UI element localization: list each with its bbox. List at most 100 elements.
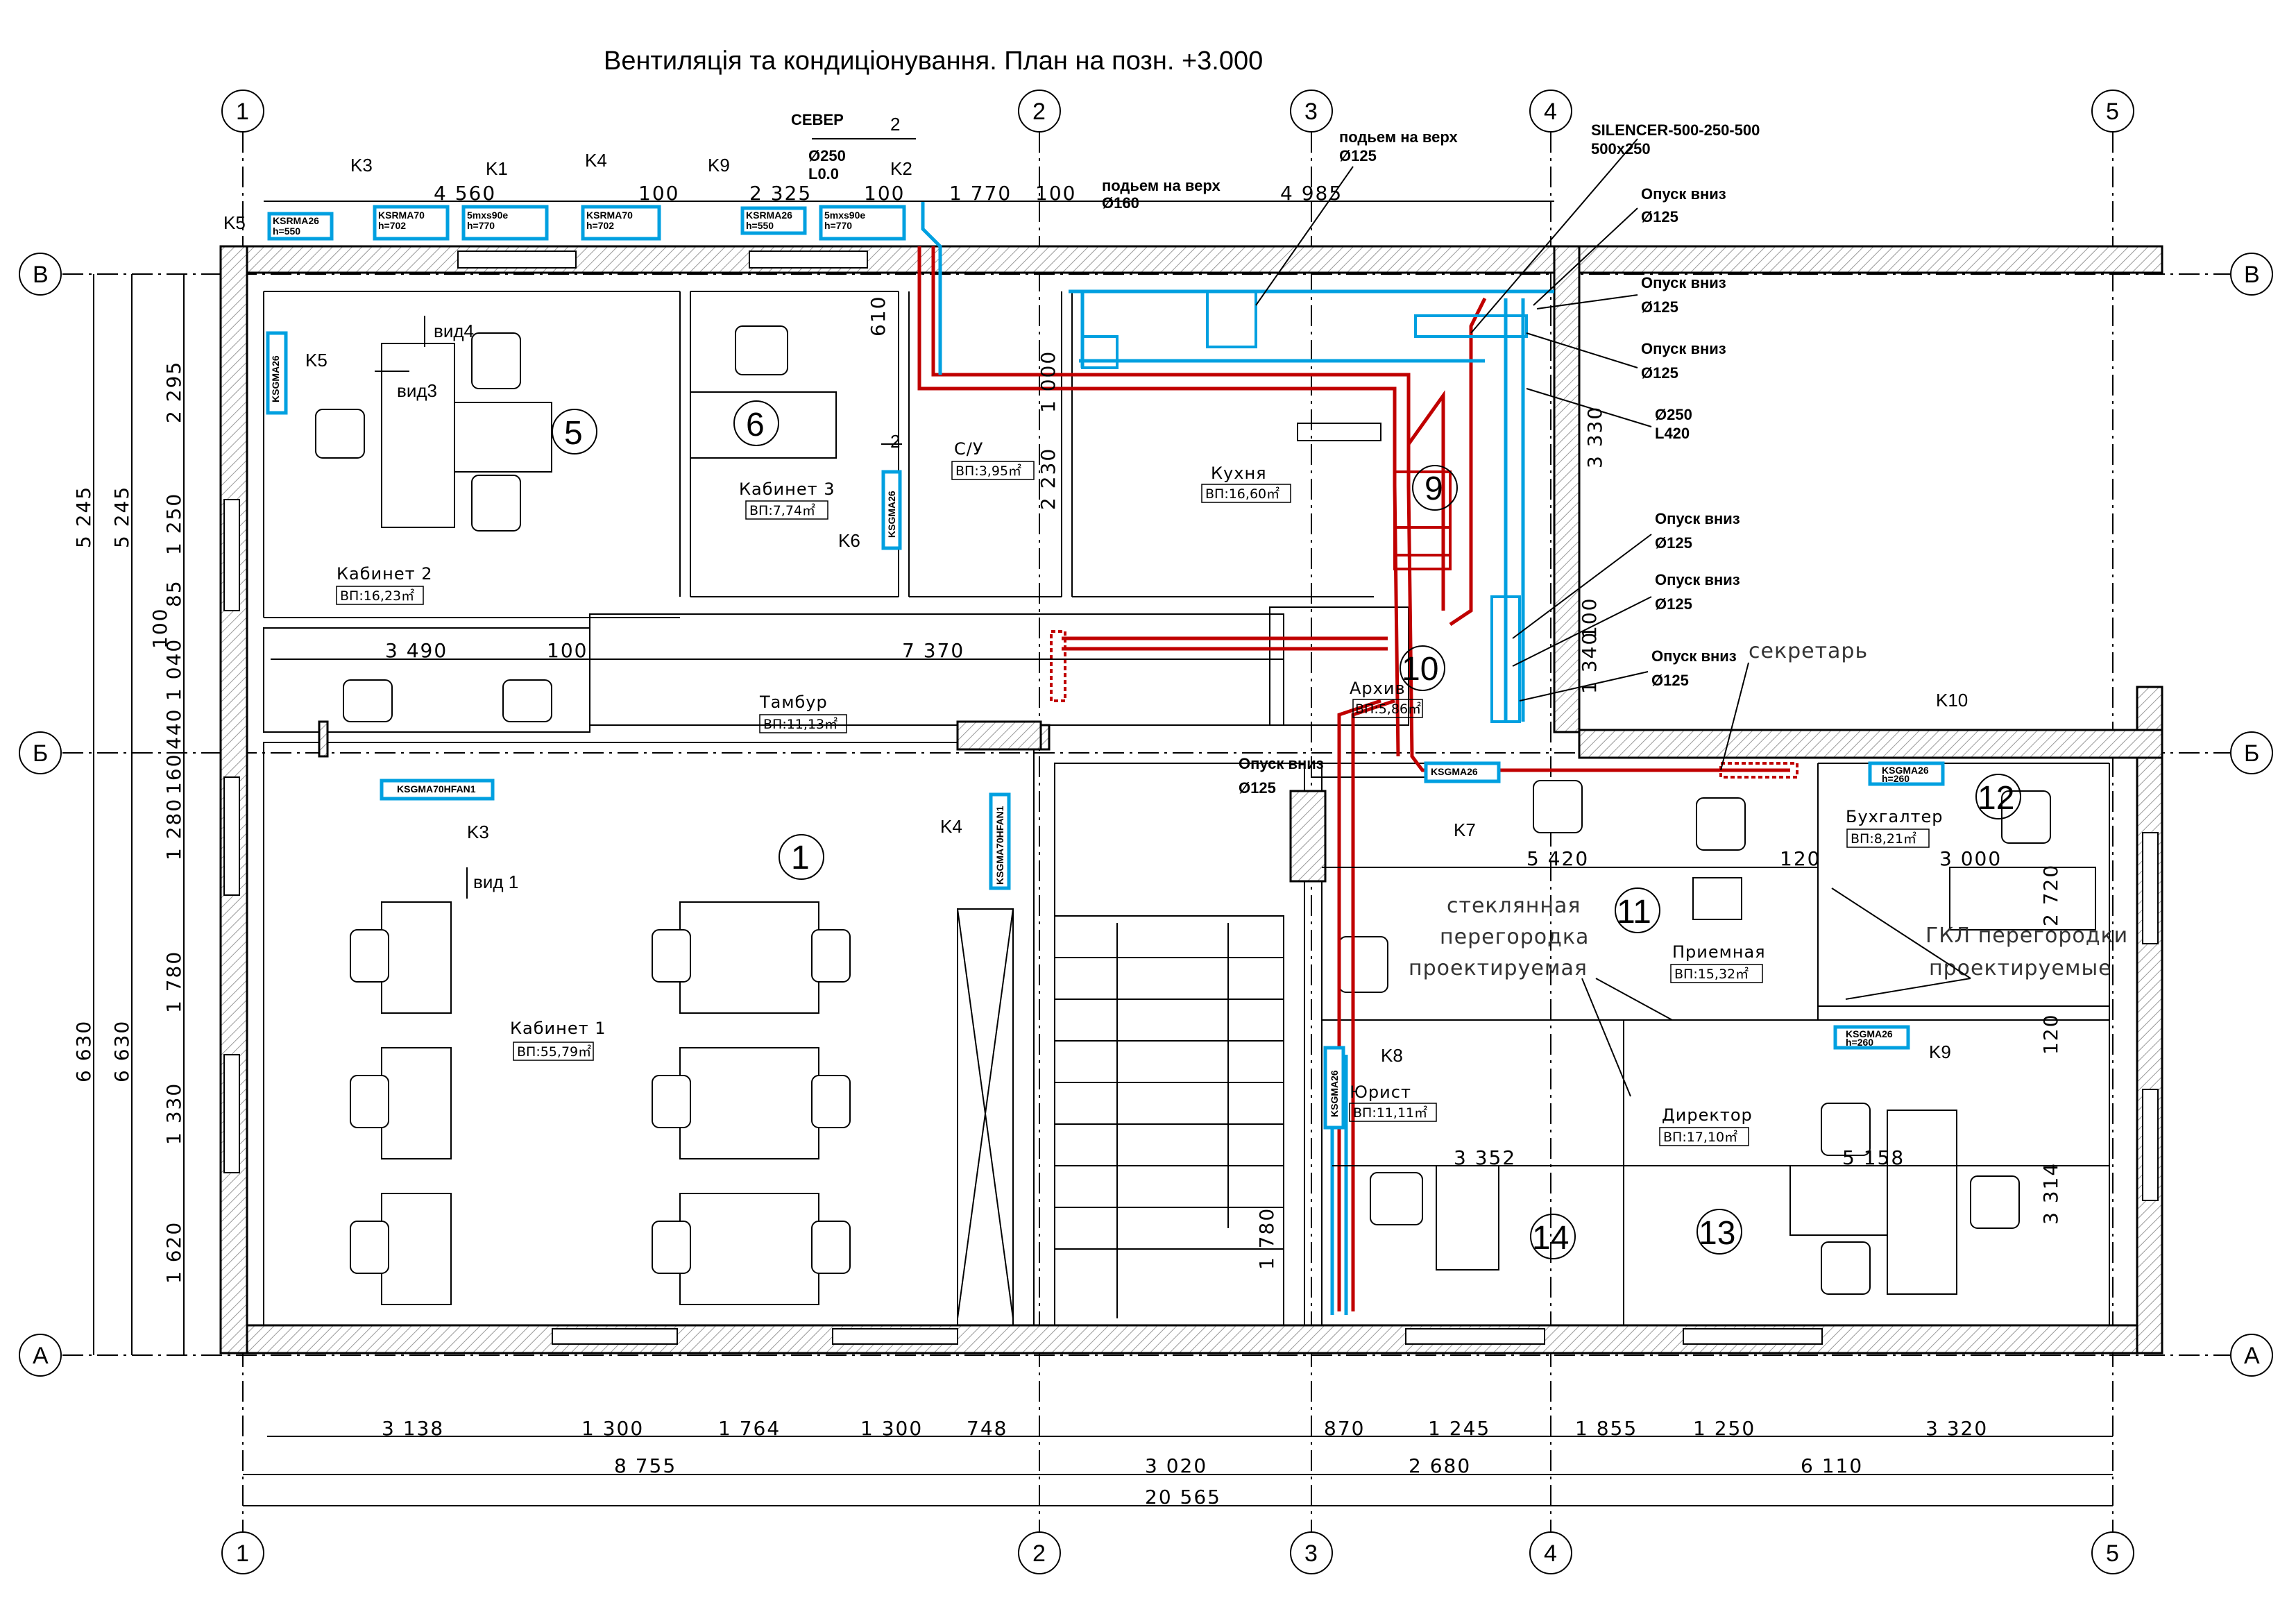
svg-text:2: 2 (1032, 99, 1046, 125)
svg-text:4: 4 (1544, 99, 1557, 125)
svg-text:Ø125: Ø125 (1655, 595, 1692, 613)
svg-text:85: 85 (162, 579, 185, 607)
svg-text:1 770: 1 770 (949, 182, 1012, 205)
svg-text:KSGMA26: KSGMA26 (1846, 1028, 1893, 1039)
svg-text:2: 2 (890, 114, 900, 135)
svg-text:2 230: 2 230 (1037, 448, 1060, 510)
svg-text:5 420: 5 420 (1527, 847, 1589, 870)
svg-text:1 300: 1 300 (860, 1417, 923, 1440)
room-number-1: 1 (791, 840, 810, 876)
svg-text:4 985: 4 985 (1280, 182, 1343, 205)
svg-text:h=702: h=702 (378, 220, 406, 231)
svg-text:2 295: 2 295 (162, 361, 185, 423)
svg-text:100: 100 (864, 182, 905, 205)
room-name-lawyer: Юрист (1350, 1082, 1411, 1102)
svg-text:1 245: 1 245 (1428, 1417, 1490, 1440)
room-area-lawyer: ВП:11,11㎡ (1353, 1105, 1427, 1121)
svg-text:3 352: 3 352 (1454, 1146, 1516, 1169)
tag-k4-top: K4 (585, 150, 607, 171)
room-area-su: ВП:3,95㎡ (955, 463, 1021, 479)
svg-text:h=550: h=550 (746, 220, 774, 231)
svg-text:1 330: 1 330 (162, 1082, 185, 1145)
svg-text:5: 5 (2106, 1540, 2119, 1567)
svg-text:1 280: 1 280 (162, 798, 185, 860)
svg-text:Б: Б (2244, 740, 2259, 767)
indoor-units: KSGMA26 K5 KSGMA26 K6 KSGMA70HFAN1 K3 KS… (266, 331, 1968, 1130)
axis-V-right: В (2230, 253, 2273, 296)
view-4: вид4 (434, 321, 474, 341)
axis-3-top: 3 (1290, 90, 1333, 133)
svg-text:440: 440 (162, 708, 185, 749)
svg-text:3 020: 3 020 (1145, 1454, 1207, 1477)
svg-text:Опуск вниз: Опуск вниз (1655, 510, 1740, 527)
dimensions-left: 5 245 6 630 5 245 6 630 2 295 1 250 85 1… (72, 274, 185, 1355)
svg-text:Опуск вниз: Опуск вниз (1239, 755, 1324, 772)
svg-text:1 780: 1 780 (1255, 1207, 1278, 1270)
axis-A-left: А (19, 1334, 62, 1377)
tag-k4-room: K4 (940, 816, 962, 837)
svg-text:7 370: 7 370 (902, 639, 964, 662)
svg-text:А: А (2244, 1343, 2260, 1369)
svg-text:Ø125: Ø125 (1339, 147, 1377, 164)
svg-text:1 780: 1 780 (162, 951, 185, 1013)
svg-text:1 000: 1 000 (1037, 350, 1060, 413)
room-number-5: 5 (564, 415, 583, 452)
svg-text:100: 100 (148, 608, 171, 649)
svg-text:1: 1 (236, 1540, 249, 1567)
axis-5-top: 5 (2091, 90, 2134, 133)
axis-B-left: Б (19, 731, 62, 774)
room-name-director: Директор (1662, 1105, 1753, 1125)
svg-text:Ø125: Ø125 (1641, 208, 1678, 226)
tag-k9-room: K9 (1929, 1042, 1951, 1062)
north-label: СЕВЕР (791, 111, 844, 128)
svg-text:1 855: 1 855 (1575, 1417, 1638, 1440)
tag-k2-top: K2 (890, 158, 912, 179)
axis-5-bottom: 5 (2091, 1531, 2134, 1574)
svg-text:100: 100 (1035, 182, 1076, 205)
room-name-tambur: Тамбур (759, 692, 828, 712)
svg-text:3 000: 3 000 (1939, 847, 2002, 870)
svg-text:KSGMA26: KSGMA26 (886, 491, 897, 538)
room-number-11: 11 (1617, 894, 1651, 931)
svg-text:5mxs90e: 5mxs90e (824, 210, 865, 221)
dimensions-inner: 3 490 100 7 370 5 420 120 3 000 3 352 5 … (271, 296, 2109, 1270)
view-markers: вид4 вид3 вид 1 (375, 316, 518, 899)
outdoor-units: KSRMA26 h=550 K5 KSRMA70 h=702 K3 5mxs90… (223, 150, 912, 241)
dimensions-bottom: 3 138 1 300 1 764 1 300 748 870 1 245 1 … (243, 1417, 2113, 1509)
svg-text:748: 748 (967, 1417, 1007, 1440)
svg-text:1 250: 1 250 (1693, 1417, 1755, 1440)
dimensions-top: 4 560 100 2 325 100 1 770 100 4 985 (264, 182, 1554, 205)
svg-text:160: 160 (162, 754, 185, 794)
svg-text:Ø125: Ø125 (1239, 779, 1276, 797)
plan-title: Вентиляція та кондиціонування. План на п… (604, 46, 1263, 76)
annotations: СЕВЕР Ø250 L0.0 подьем на верх Ø160 подь… (791, 111, 2128, 1097)
svg-text:1 040: 1 040 (162, 638, 185, 701)
axis-1-bottom: 1 (221, 1531, 264, 1574)
svg-text:Ø160: Ø160 (1102, 194, 1139, 212)
axis-bubbles: 1 2 3 4 5 1 2 3 4 5 В Б А В Б А (19, 90, 2273, 1574)
tag-k6: K6 (838, 530, 860, 551)
svg-text:5: 5 (2106, 99, 2119, 125)
svg-text:ГКЛ перегородки: ГКЛ перегородки (1925, 924, 2128, 948)
axis-A-right: А (2230, 1334, 2273, 1377)
svg-text:h=770: h=770 (467, 220, 495, 231)
svg-text:2: 2 (890, 431, 900, 452)
svg-text:L0.0: L0.0 (808, 165, 839, 182)
svg-text:секретарь: секретарь (1749, 639, 1868, 663)
svg-text:KSRMA26: KSRMA26 (273, 215, 319, 226)
room-area-kitchen: ВП:16,60㎡ (1205, 486, 1279, 502)
room-number-6: 6 (746, 407, 765, 443)
svg-text:20 565: 20 565 (1145, 1486, 1221, 1509)
svg-text:6 630: 6 630 (72, 1020, 95, 1082)
svg-text:Б: Б (33, 740, 48, 767)
svg-text:1 620: 1 620 (162, 1221, 185, 1284)
view-1: вид 1 (473, 872, 518, 892)
svg-text:перегородка: перегородка (1440, 925, 1589, 949)
room-name-reception: Приемная (1672, 942, 1766, 962)
room-name-accountant: Бухгалтер (1846, 807, 1944, 826)
svg-text:подьем на верх: подьем на верх (1102, 177, 1221, 194)
axis-4-top: 4 (1529, 90, 1572, 133)
staircase (1054, 790, 1327, 1326)
room-area-reception: ВП:15,32㎡ (1674, 966, 1749, 982)
